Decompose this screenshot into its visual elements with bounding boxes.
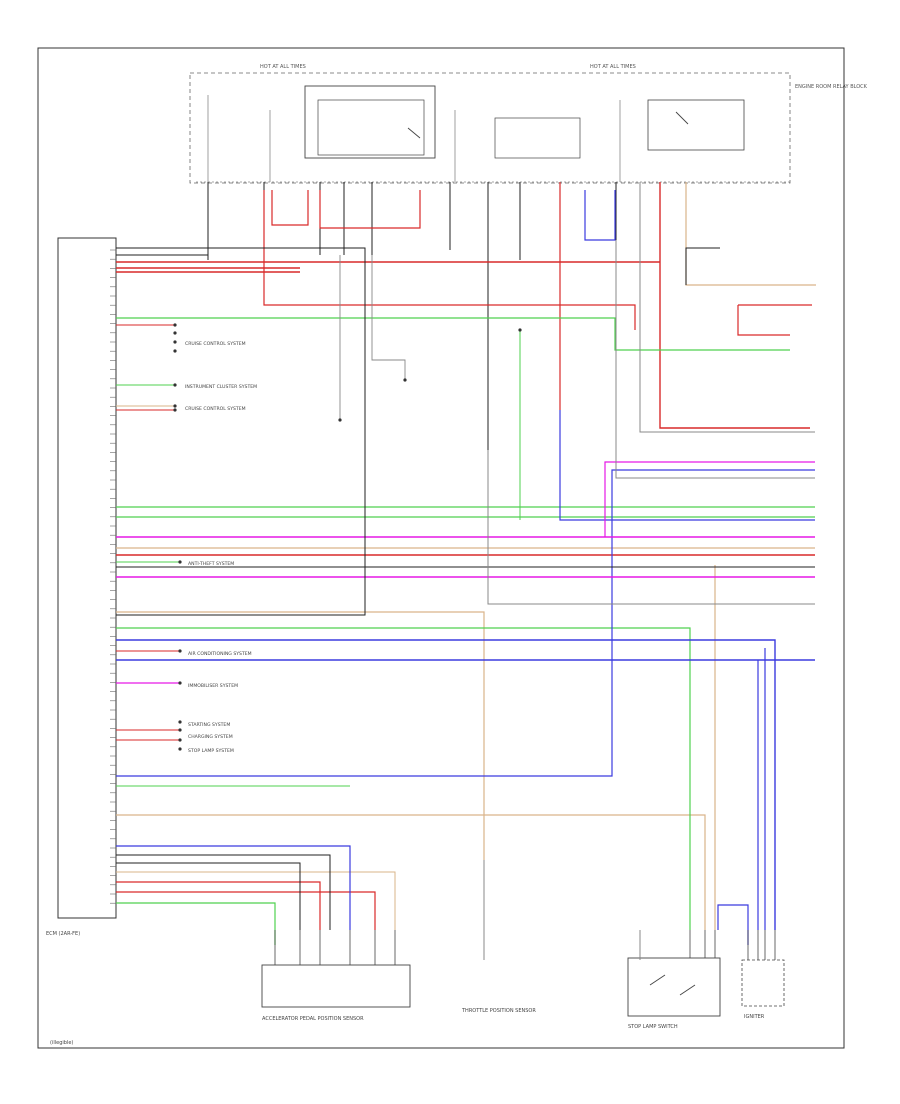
wire-black-right [685, 247, 720, 285]
accel-pedal-sensor-box [261, 964, 411, 1008]
system-note-label: CHARGING SYSTEM [188, 734, 233, 740]
junction-dot [178, 747, 182, 751]
efi-relay [647, 99, 745, 151]
wire-accel-red [116, 881, 321, 930]
system-note-label: AIR CONDITIONING SYSTEM [188, 651, 252, 657]
circuit-opening-relay [494, 117, 581, 159]
sheet-border [37, 47, 845, 1049]
efi-relay-contact [675, 111, 689, 125]
ecm-label: ECM (2AR-FE) [46, 931, 80, 937]
wire-blue-loop [116, 469, 815, 777]
hot-label-right: HOT AT ALL TIMES [590, 64, 636, 70]
junction-dot [173, 383, 177, 387]
junction-dot [403, 378, 407, 382]
relay-block-outline [189, 72, 791, 184]
wire-tan-stoplamp [116, 814, 706, 930]
main-relay-contact [407, 127, 421, 139]
wire-red-efi [659, 182, 810, 429]
junction-dot [178, 720, 182, 724]
junction-dot [178, 681, 182, 685]
junction-dot [518, 328, 522, 332]
wire-gray-sensor [371, 255, 406, 380]
system-note-label: IMMOBILISER SYSTEM [188, 683, 238, 689]
wire-blue-right [559, 410, 815, 521]
wire-accel-black [116, 862, 301, 930]
system-note-label: ANTI-THEFT SYSTEM [188, 561, 234, 567]
junction-dot [173, 323, 177, 327]
footer-code: (illegible) [50, 1040, 73, 1046]
wire-blue-relay [584, 190, 616, 241]
main-relay-inner [317, 99, 425, 156]
wire-magenta-right [604, 461, 815, 537]
wire-accel-red [116, 891, 376, 930]
wire-black-loop [116, 247, 366, 616]
stop-lamp-switch-label: STOP LAMP SWITCH [628, 1024, 678, 1030]
system-note-label: STARTING SYSTEM [188, 722, 230, 728]
stop-lamp-contact-2 [679, 984, 696, 996]
ecm-box [57, 237, 117, 919]
wire-accel-black [116, 854, 331, 930]
relay-block-label: ENGINE ROOM RELAY BLOCK [795, 84, 868, 90]
junction-dot [173, 340, 177, 344]
wire-gray-right [615, 240, 815, 479]
wire-red-right [737, 305, 790, 336]
junction-dot [178, 649, 182, 653]
wire-blue-igniter [116, 639, 776, 930]
throttle-sensor-label: THROTTLE POSITION SENSOR [461, 1008, 536, 1014]
wire-tan-top [685, 182, 816, 286]
system-note-label: CRUISE CONTROL SYSTEM [185, 406, 246, 412]
junction-dot [178, 560, 182, 564]
junction-dot [173, 331, 177, 335]
igniter-box [741, 959, 785, 1007]
system-note-label: INSTRUMENT CLUSTER SYSTEM [185, 384, 257, 390]
hot-label-left: HOT AT ALL TIMES [260, 64, 306, 70]
wire-gray-right [487, 450, 815, 605]
wire-red-loop [319, 190, 421, 229]
wire-green-stoplamp [116, 627, 691, 930]
wire-blue-stub [717, 904, 749, 945]
junction-dot [178, 728, 182, 732]
junction-dot [173, 408, 177, 412]
igniter-label: IGNITER [744, 1014, 765, 1020]
wire-tan-throttle [116, 611, 485, 860]
wire-gray-right [639, 182, 815, 433]
wire-accel-blue [116, 845, 351, 930]
main-relay [304, 85, 436, 159]
wire-accel-green [116, 902, 276, 945]
junction-dot [173, 404, 177, 408]
junction-dot [178, 738, 182, 742]
system-note-label: CRUISE CONTROL SYSTEM [185, 341, 246, 347]
junction-dot [173, 349, 177, 353]
junction-dot [338, 418, 342, 422]
wire-accel-tan [116, 871, 396, 930]
stop-lamp-contact-1 [649, 974, 666, 986]
stop-lamp-switch-box [627, 957, 721, 1017]
system-note-label: STOP LAMP SYSTEM [188, 748, 234, 754]
wire-red-loop [271, 190, 309, 226]
accel-pedal-sensor-label: ACCELERATOR PEDAL POSITION SENSOR [262, 1016, 364, 1022]
